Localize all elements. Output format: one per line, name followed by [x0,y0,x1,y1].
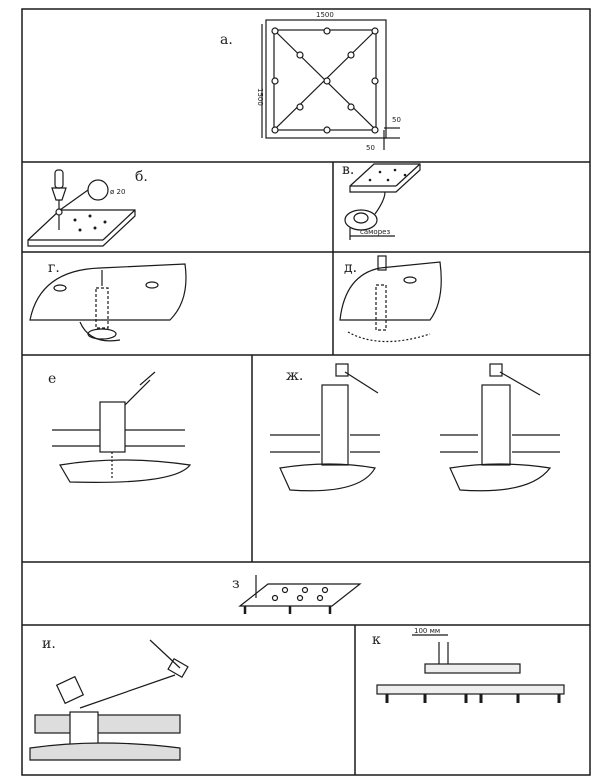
panel-k-label: к [372,632,381,648]
panel-i-label: и. [42,636,56,652]
panel-v-screw: в. саморез [342,162,421,240]
panel-e-injection: е [48,371,192,483]
dim-offset-y: 50 [392,116,401,124]
panel-z-assembled: з [232,575,362,614]
panel-i-finishing: и. [29,636,189,761]
panel-b-drilling: б. ø 20 [27,169,148,247]
panel-z-label: з [232,576,240,592]
panel-e-label: е [48,371,56,387]
panel-v-label: в. [342,162,354,178]
panel-grid [21,8,591,776]
panel-d-label: д. [344,260,357,276]
detail-note: ø 20 [110,188,125,196]
panel-a-label: а. [220,32,233,48]
panel-k-leveling: к 100 мм [372,627,565,703]
dim-100mm: 100 мм [414,627,440,635]
panel-g-label: г. [48,260,60,276]
dim-offset-x: 50 [366,144,375,152]
panel-b-label: б. [135,169,148,185]
panel-a-plan: а. 1500 1500 50 50 [220,11,401,152]
panel-g-insert: г. [29,260,187,342]
dim-height: 1500 [256,88,264,106]
panel-d-insert: д. [339,255,442,343]
panel-zh-label: ж. [286,368,303,384]
panel-zh-hammering: ж. [270,363,560,492]
screw-callout: саморез [360,228,390,236]
dim-width: 1500 [316,11,334,19]
